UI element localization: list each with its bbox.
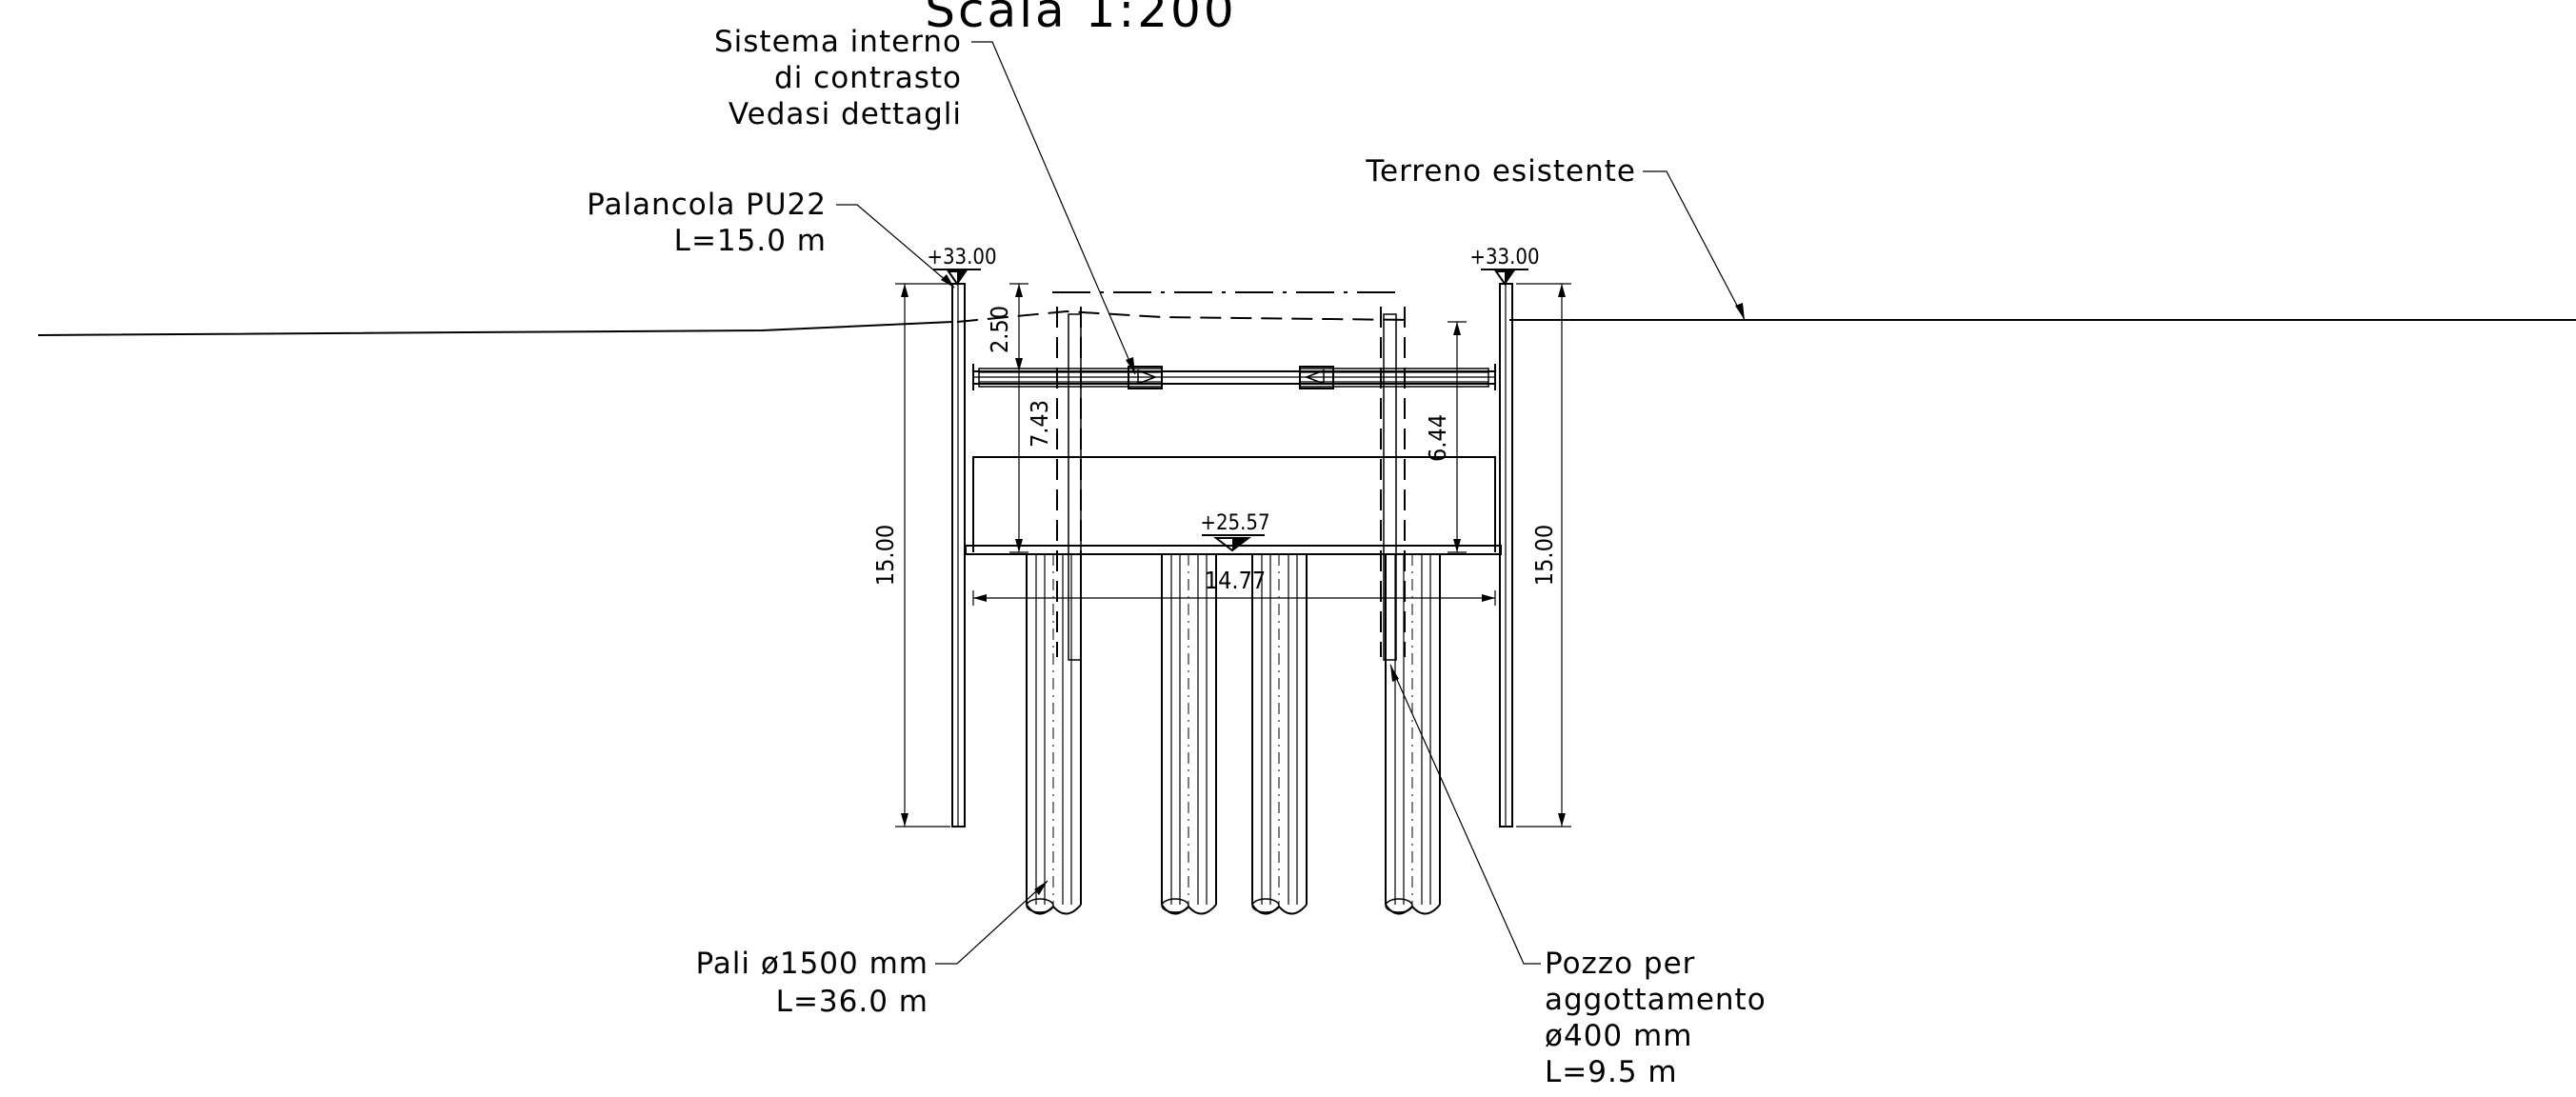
pile-1 — [1026, 554, 1082, 915]
level-marker-right: +33.00 — [1469, 246, 1540, 286]
level-right-top: +33.00 — [1469, 246, 1539, 269]
pali-line1: Pali ø1500 mm — [696, 947, 929, 981]
dimension-15-00-right: 15.00 — [1516, 283, 1571, 828]
level-left-top: +33.00 — [927, 246, 996, 269]
dimension-left-inner: 2.50 7.43 — [986, 283, 1053, 553]
sistema-line1: Sistema interno — [714, 25, 962, 59]
level-marker-bottom: +25.57 — [1200, 511, 1270, 552]
pozzo-line2: aggottamento — [1545, 983, 1767, 1017]
left-well-dashed — [1056, 307, 1082, 661]
leader-terreno: Terreno esistente — [1365, 154, 1746, 321]
terreno-label: Terreno esistente — [1365, 154, 1636, 189]
sistema-line2: di contrasto — [774, 61, 962, 95]
level-marker-left: +33.00 — [927, 246, 997, 286]
left-sheet-pile — [951, 283, 966, 828]
dim-15-00-right: 15.00 — [1530, 525, 1558, 586]
pile-2 — [1161, 554, 1217, 915]
pozzo-line4: L=9.5 m — [1545, 1055, 1678, 1089]
internal-strut-system — [972, 364, 1496, 390]
pozzo-line1: Pozzo per — [1545, 947, 1695, 981]
existing-ground-line — [37, 319, 2576, 336]
scale-title: Scala 1:200 — [925, 0, 1236, 38]
ground-profile-dashed — [956, 309, 1410, 323]
palancola-line2: L=15.0 m — [674, 224, 827, 258]
dim-2-50: 2.50 — [986, 306, 1013, 353]
level-bottom: +25.57 — [1200, 511, 1269, 535]
dim-15-00-left: 15.00 — [871, 525, 899, 586]
dim-14-77: 14.77 — [1205, 567, 1266, 594]
palancola-line1: Palancola PU22 — [587, 188, 827, 222]
leader-sistema-interno: Sistema interno di contrasto Vedasi dett… — [714, 25, 1136, 375]
dim-7-43: 7.43 — [1026, 400, 1053, 448]
pali-line2: L=36.0 m — [776, 985, 929, 1019]
pile-3 — [1251, 554, 1308, 915]
leader-pozzo: Pozzo per aggottamento ø400 mm L=9.5 m — [1389, 664, 1767, 1089]
dim-6-44: 6.44 — [1424, 414, 1451, 462]
sistema-line3: Vedasi dettagli — [729, 97, 962, 131]
leader-palancola: Palancola PU22 L=15.0 m — [587, 188, 955, 289]
pozzo-line3: ø400 mm — [1545, 1019, 1692, 1053]
leader-pali: Pali ø1500 mm L=36.0 m — [696, 880, 1048, 1019]
pile-4 — [1385, 554, 1441, 915]
dimension-6-44: 6.44 — [1424, 321, 1467, 553]
dimension-14-77: 14.77 — [972, 567, 1496, 606]
right-well-dashed — [1380, 307, 1406, 661]
dimension-15-00-left: 15.00 — [871, 283, 950, 828]
